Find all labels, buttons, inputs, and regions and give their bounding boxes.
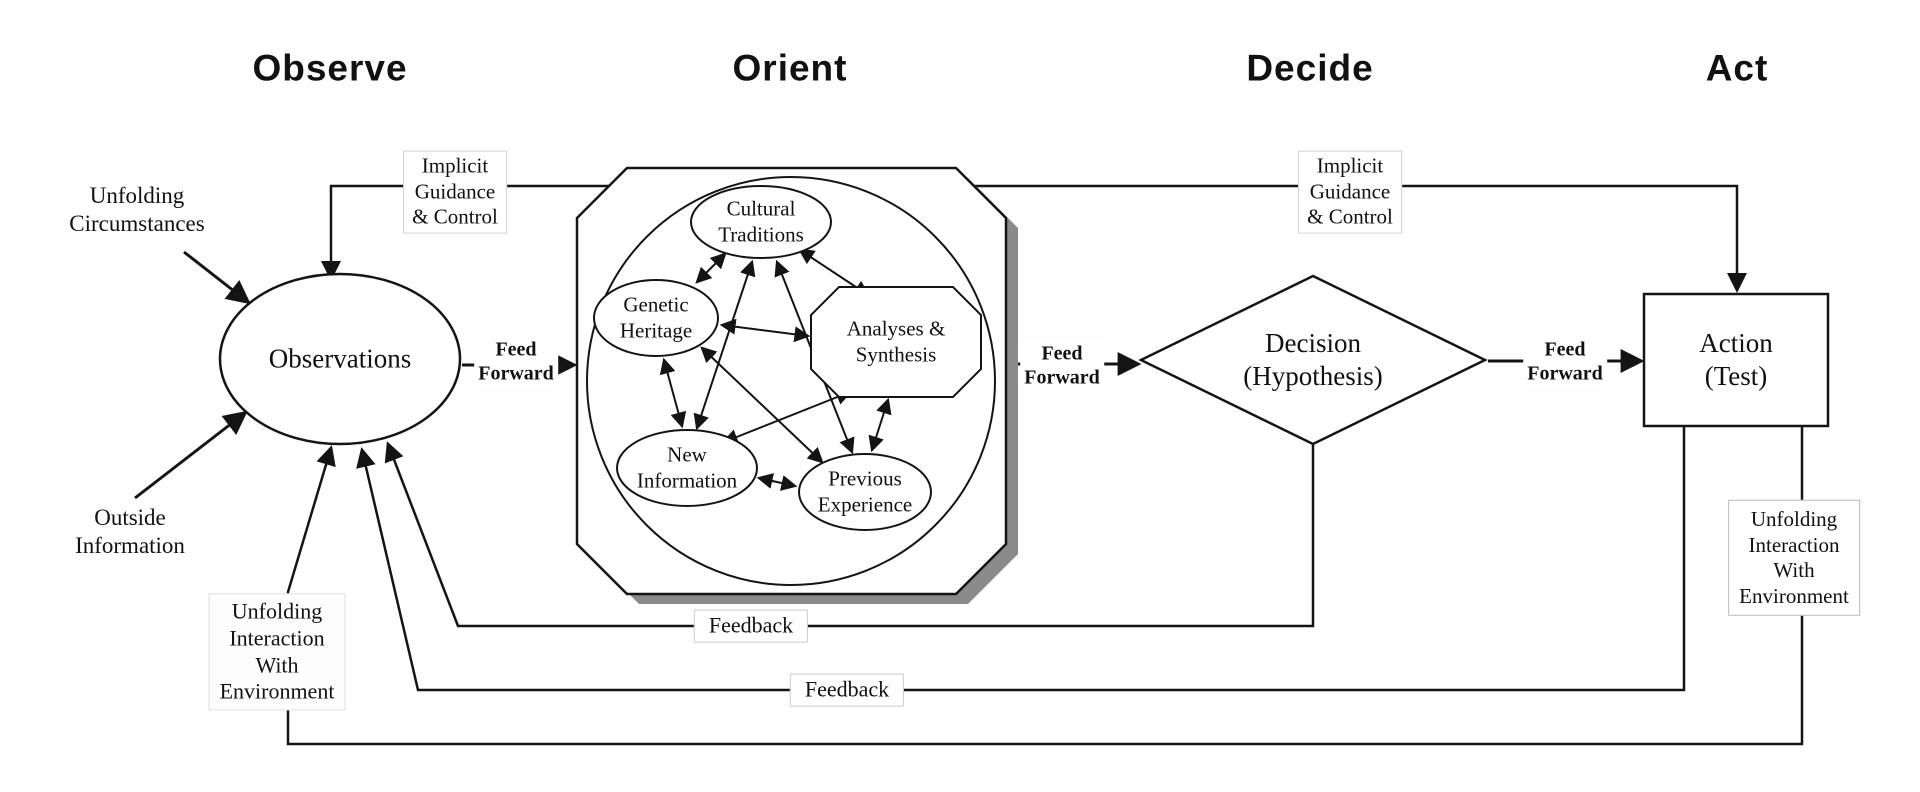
outside-information-arrow (134, 410, 248, 500)
arrow-genetic-newinfo (659, 357, 687, 429)
action-label: Action (Test) (1699, 328, 1773, 391)
implicit-guidance-left-label: Implicit Guidance & Control (403, 150, 507, 234)
genetic-heritage-ellipse (593, 279, 719, 357)
new-information-label: New Information (636, 442, 738, 492)
header-decide: Decide (1246, 47, 1374, 89)
cultural-traditions-label: Cultural Traditions (718, 196, 804, 246)
arrow-genetic-analyses (719, 318, 811, 343)
decision-label: Decision (Hypothesis) (1243, 328, 1383, 391)
analyses-synthesis-octagon (810, 286, 982, 398)
observations-label: Observations (268, 343, 412, 374)
genetic-heritage-label: Genetic Heritage (619, 292, 693, 342)
unfolding-circumstances-arrow (183, 250, 251, 305)
header-act: Act (1705, 47, 1769, 89)
feed-forward-label-1: Feed Forward (474, 336, 558, 388)
feedback-label-2: Feedback (789, 673, 905, 707)
cultural-traditions-ellipse (690, 185, 832, 259)
feedback-arrow-action (356, 426, 1686, 692)
feed-forward-label-2: Feed Forward (1020, 340, 1104, 392)
observations-ellipse (218, 272, 462, 446)
feedback-label-1: Feedback (693, 609, 809, 643)
previous-experience-label: Previous Experience (817, 466, 913, 516)
implicit-guidance-left-arrow (321, 184, 609, 281)
orient-internal-arrows (659, 248, 892, 491)
environment-loop-arrow (286, 426, 1804, 746)
outside-information-label: Outside Information (75, 504, 185, 558)
header-observe: Observe (252, 47, 408, 89)
unfolding-interaction-right-label: Unfolding Interaction With Environment (1728, 499, 1860, 617)
decision-diamond (1138, 274, 1488, 446)
arrow-newinfo-previous (756, 473, 798, 491)
feedback-arrow-decision (384, 441, 1315, 628)
previous-experience-ellipse (798, 453, 932, 531)
analyses-synthesis-label: Analyses & Synthesis (846, 316, 946, 366)
feed-forward-label-3: Feed Forward (1523, 336, 1607, 388)
implicit-guidance-right-arrow (974, 184, 1747, 293)
arrow-newinfo-analyses (721, 389, 853, 445)
unfolding-interaction-left-label: Unfolding Interaction With Environment (208, 593, 346, 711)
action-rect (1642, 292, 1830, 428)
header-orient: Orient (732, 47, 848, 89)
new-information-ellipse (616, 429, 758, 507)
implicit-guidance-right-label: Implicit Guidance & Control (1298, 150, 1402, 234)
unfolding-circumstances-label: Unfolding Circumstances (69, 182, 205, 236)
arrow-analyses-previous (868, 397, 892, 453)
